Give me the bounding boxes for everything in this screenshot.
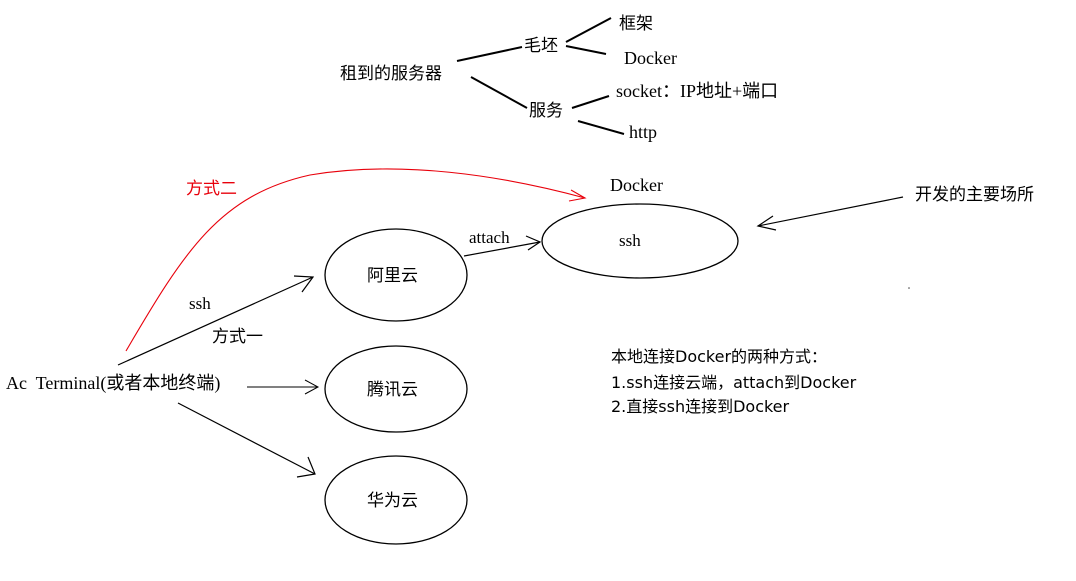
tree-root-label: 租到的服务器	[340, 64, 442, 84]
terminal-tencent-arrow-head	[304, 379, 320, 395]
docker-ellipse	[541, 203, 739, 279]
tree-edge-branch2-child1	[571, 95, 610, 109]
cloud-tencent-node: 腾讯云	[324, 345, 468, 433]
method2-arrow-head	[568, 189, 587, 202]
attach-arrow-head	[525, 235, 542, 251]
method2-curve	[125, 168, 586, 352]
terminal-aliyun-arrow-head	[293, 275, 315, 293]
terminal-huawei-arrow-shaft	[177, 402, 316, 475]
tree-branch1-label: 毛坯	[524, 36, 558, 56]
docker-node: Docker ssh	[541, 175, 739, 279]
notes-line-2: 1.ssh连接云端，attach到Docker	[611, 373, 857, 392]
ssh-edge-label: ssh	[189, 294, 211, 313]
cloud-aliyun-node: 阿里云	[324, 228, 468, 322]
tree-branch2-child1-label: socket：IP地址+端口	[616, 81, 778, 101]
terminal-to-aliyun-edge: ssh 方式一	[117, 275, 315, 366]
attach-arrow-shaft	[463, 241, 541, 257]
dev-place-arrow-shaft	[757, 196, 904, 227]
tree-edge-root-branch2	[470, 76, 528, 109]
cloud-huawei-node: 华为云	[324, 455, 468, 545]
tree-branch1-child1-label: 框架	[619, 14, 653, 34]
method1-label: 方式一	[212, 327, 263, 347]
tree-edge-root-branch1	[456, 46, 523, 62]
terminal-to-tencent-edge	[247, 379, 320, 395]
stray-dot	[908, 287, 910, 289]
terminal-huawei-arrow-head	[296, 456, 316, 478]
huawei-label: 华为云	[367, 491, 418, 511]
terminal-to-huawei-edge	[177, 402, 316, 478]
tree-edge-branch2-child2	[577, 120, 625, 135]
aliyun-label: 阿里云	[367, 266, 418, 286]
dev-place-label: 开发的主要场所	[915, 185, 1034, 205]
notes-line-1: 本地连接Docker的两种方式：	[611, 347, 827, 366]
attach-label: attach	[469, 228, 510, 247]
connection-notes: 本地连接Docker的两种方式： 1.ssh连接云端，attach到Docker…	[611, 347, 857, 416]
huawei-ellipse	[324, 455, 468, 545]
docker-ssh-label: ssh	[619, 231, 641, 250]
tencent-label: 腾讯云	[367, 380, 418, 400]
tree-edge-branch1-child1	[565, 17, 612, 43]
tree-branch2-label: 服务	[529, 101, 563, 121]
dev-place-annotation: 开发的主要场所	[756, 185, 1034, 231]
server-tree: 租到的服务器 毛坯 服务 框架 Docker socket：IP地址+端口 ht…	[340, 14, 778, 142]
tree-edge-branch1-child2	[565, 45, 607, 55]
notes-line-3: 2.直接ssh连接到Docker	[611, 397, 790, 416]
terminal-aliyun-arrow-shaft	[117, 276, 314, 366]
aliyun-ellipse	[324, 228, 468, 322]
docker-title: Docker	[610, 175, 663, 195]
attach-edge: attach	[463, 228, 542, 257]
tree-branch2-child2-label: http	[629, 122, 657, 142]
terminal-label: Ac Terminal(或者本地终端)	[6, 373, 220, 394]
method2-edge: 方式二	[125, 168, 587, 352]
tencent-ellipse	[324, 345, 468, 433]
method2-label: 方式二	[186, 179, 237, 199]
dev-place-arrow-head	[756, 215, 777, 231]
tree-branch1-child2-label: Docker	[624, 48, 677, 68]
